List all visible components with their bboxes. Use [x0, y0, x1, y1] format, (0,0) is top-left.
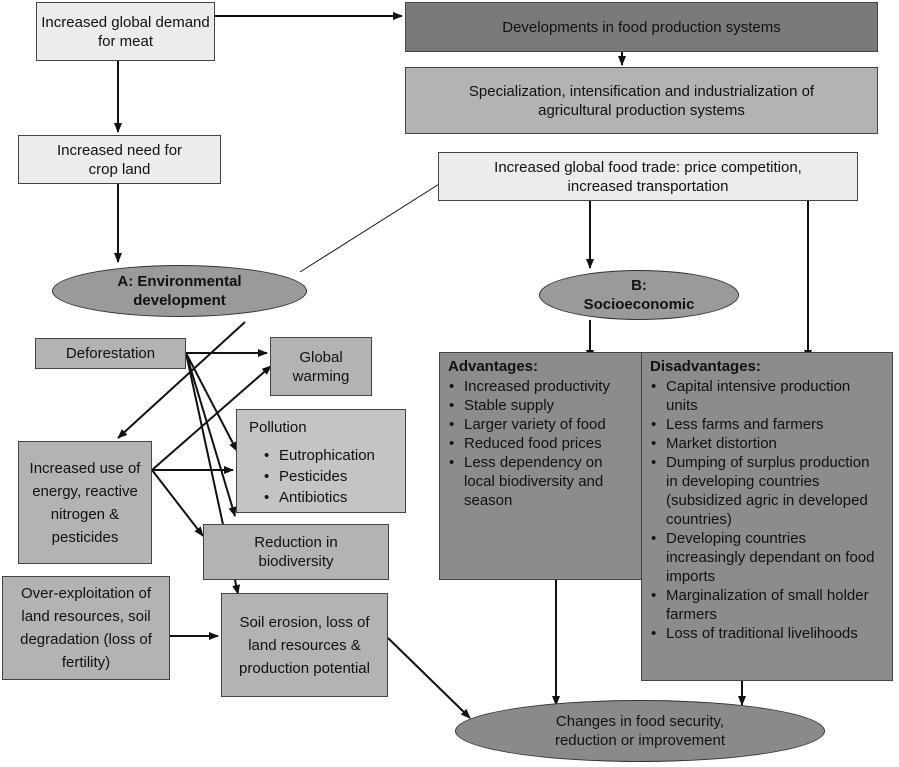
node-biodiversity-label: Reduction in biodiversity: [254, 534, 338, 570]
advantages-title: Advantages:: [448, 358, 539, 375]
list-item: Less farms and farmers: [651, 415, 884, 434]
list-item: Increased productivity: [449, 377, 634, 396]
node-soil-erosion: Soil erosion, loss of land resources & p…: [221, 593, 388, 697]
node-food-systems: Developments in food production systems: [405, 2, 878, 52]
list-item: Antibiotics: [264, 487, 375, 508]
node-specialization: Specialization, intensification and indu…: [405, 67, 878, 134]
node-energy-use: Increased use of energy, reactive nitrog…: [18, 441, 152, 564]
list-item: Pesticides: [264, 466, 375, 487]
node-energy-use-label: Increased use of energy, reactive nitrog…: [29, 459, 141, 546]
advantages-list: Increased productivity Stable supply Lar…: [448, 377, 634, 510]
node-food-trade-label: Increased global food trade: price compe…: [494, 158, 802, 195]
link-trade-to-env: [299, 173, 456, 273]
node-biodiversity: Reduction in biodiversity: [203, 524, 389, 580]
arrow-defor-to-biodiversity: [185, 352, 237, 517]
list-item: Loss of traditional livelihoods: [651, 624, 884, 643]
list-item: Developing countries increasingly depend…: [651, 529, 884, 586]
list-item: Dumping of surplus production in develop…: [651, 453, 884, 529]
list-item: Eutrophication: [264, 445, 375, 466]
list-item: Capital intensive production units: [651, 377, 884, 415]
node-food-security-label: Changes in food security, reduction or i…: [554, 713, 726, 749]
node-food-systems-label: Developments in food production systems: [502, 18, 781, 36]
list-item: Stable supply: [449, 396, 634, 415]
node-over-exploitation-label: Over-exploitation of land resources, soi…: [20, 585, 152, 671]
node-over-exploitation: Over-exploitation of land resources, soi…: [2, 576, 170, 680]
node-environmental-development-label: A: Environmental development: [117, 273, 242, 309]
node-socioeconomic: B: Socioeconomic: [539, 270, 739, 320]
node-crop-land-label: Increased need for crop land: [56, 141, 183, 178]
node-socioeconomic-label: B: Socioeconomic: [583, 277, 695, 313]
disadvantages-title: Disadvantages:: [650, 358, 761, 375]
list-item: Less dependency on local biodiversity an…: [449, 453, 634, 510]
arrow-soil-to-security: [387, 637, 471, 719]
list-item: Marginalization of small holder farmers: [651, 586, 884, 624]
disadvantages-list: Capital intensive production units Less …: [650, 377, 884, 643]
node-deforestation: Deforestation: [35, 338, 186, 369]
node-pollution: Pollution Eutrophication Pesticides Anti…: [236, 409, 406, 513]
arrow-defor-to-pollution: [185, 352, 238, 452]
arrow-energy-to-biodiversity: [151, 469, 204, 537]
list-item: Market distortion: [651, 434, 884, 453]
node-meat-demand-label: Increased global demand for meat: [41, 13, 210, 50]
node-specialization-label: Specialization, intensification and indu…: [468, 82, 815, 119]
node-pollution-title: Pollution: [249, 419, 307, 436]
node-global-warming: Global warming: [270, 337, 372, 396]
pollution-list: Eutrophication Pesticides Antibiotics: [249, 445, 375, 508]
node-crop-land: Increased need for crop land: [18, 135, 221, 184]
node-food-security: Changes in food security, reduction or i…: [455, 700, 825, 762]
list-item: Reduced food prices: [449, 434, 634, 453]
node-environmental-development: A: Environmental development: [52, 265, 307, 317]
disadvantages-box: Disadvantages: Capital intensive product…: [641, 352, 893, 681]
node-deforestation-label: Deforestation: [65, 345, 156, 362]
list-item: Larger variety of food: [449, 415, 634, 434]
node-food-trade: Increased global food trade: price compe…: [438, 152, 858, 201]
node-soil-erosion-label: Soil erosion, loss of land resources & p…: [239, 613, 370, 677]
node-global-warming-label: Global warming: [292, 348, 350, 385]
node-meat-demand: Increased global demand for meat: [36, 2, 215, 61]
advantages-box: Advantages: Increased productivity Stabl…: [439, 352, 643, 580]
